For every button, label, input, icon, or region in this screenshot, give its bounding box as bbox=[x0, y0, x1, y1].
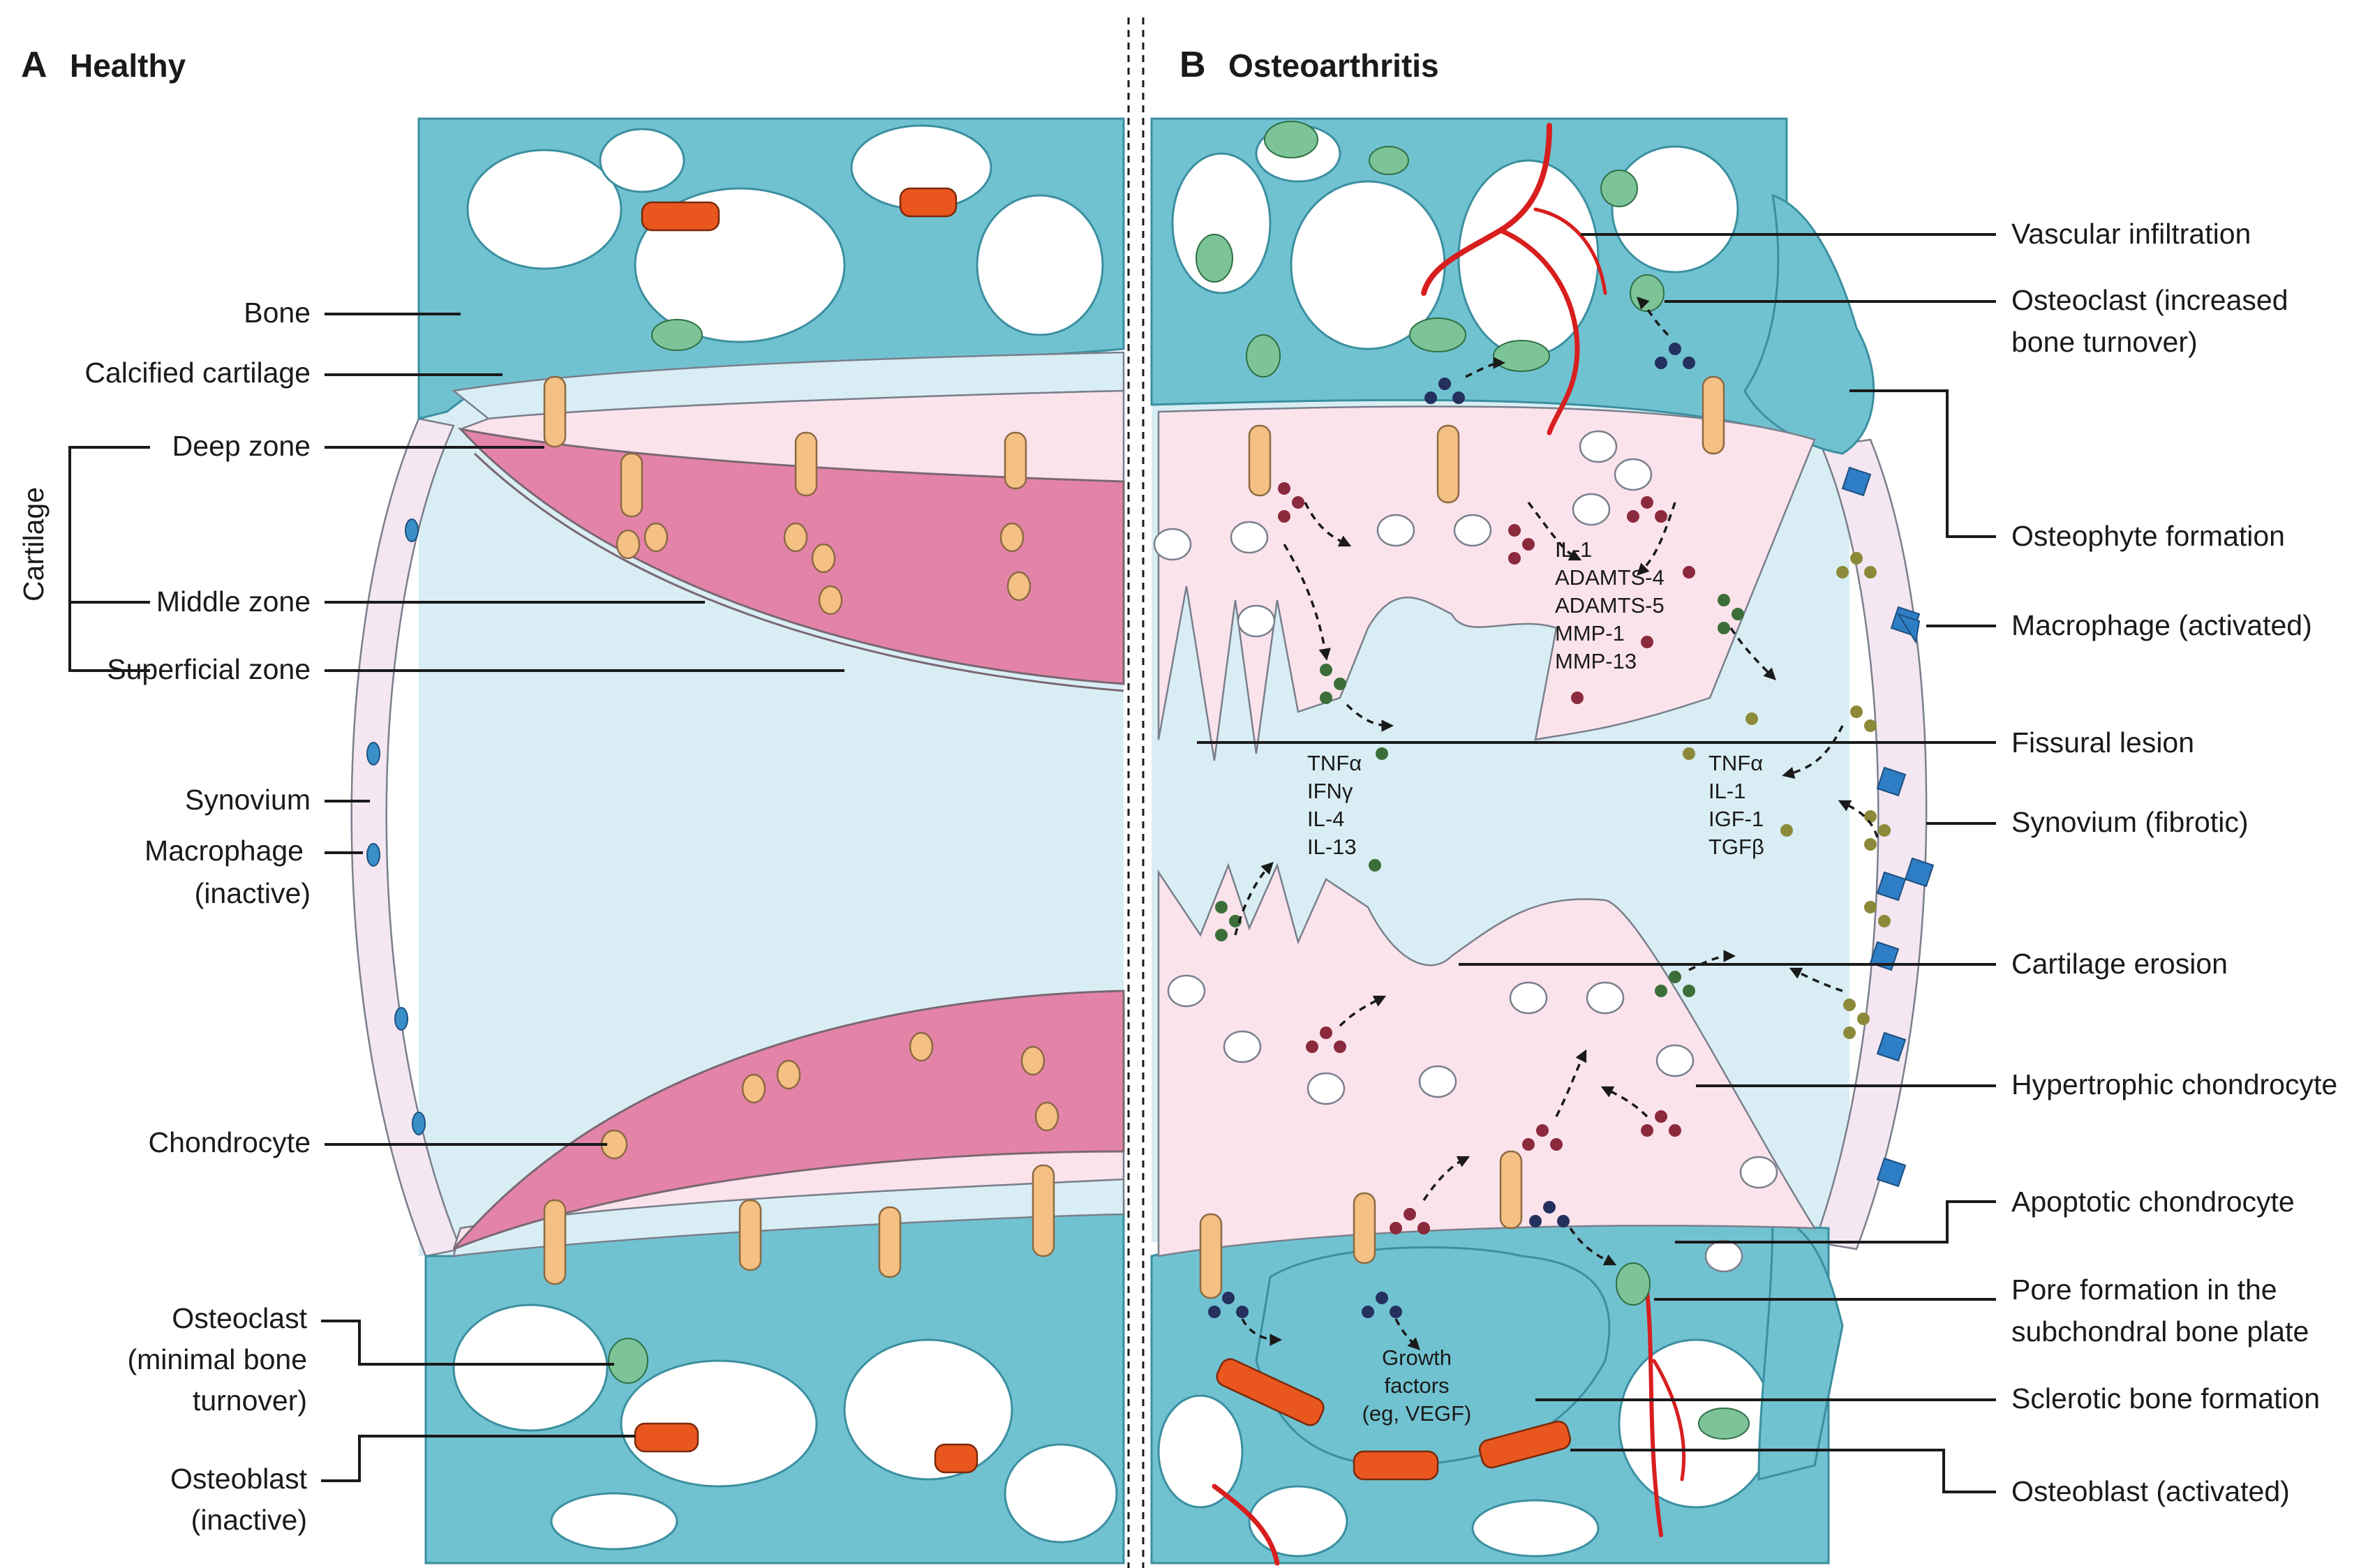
panel-a-title: Healthy bbox=[70, 47, 186, 84]
macrophages-inactive-a bbox=[366, 518, 426, 1135]
growth-factors-3: (eg, VEGF) bbox=[1362, 1401, 1472, 1426]
label-bone: Bone bbox=[244, 297, 311, 329]
label-osteoblast-1: Osteoblast bbox=[170, 1463, 308, 1495]
enzyme-3: ADAMTS-5 bbox=[1555, 593, 1665, 618]
panel-a-letter: A bbox=[21, 45, 47, 85]
left-labels: Bone Calcified cartilage Deep zone Middl… bbox=[17, 297, 844, 1536]
cytokine-right-4: TGFβ bbox=[1708, 835, 1764, 859]
leader-osteoblast-b bbox=[1570, 1449, 1996, 1493]
osteoclasts-a bbox=[608, 319, 703, 1384]
leader-osteoblast bbox=[321, 1435, 635, 1482]
cytokine-left-4: IL-13 bbox=[1307, 835, 1357, 859]
enzyme-1: IL-1 bbox=[1555, 537, 1592, 562]
label-osteoclast-b-2: bone turnover) bbox=[2011, 326, 2198, 358]
label-apoptotic: Apoptotic chondrocyte bbox=[2011, 1186, 2295, 1218]
osteoblasts-b bbox=[1216, 1358, 1572, 1481]
label-cartilage-group: Cartilage bbox=[17, 487, 50, 602]
label-deep-zone: Deep zone bbox=[172, 430, 311, 462]
osteoblasts-a bbox=[634, 187, 978, 1474]
molecule-clusters-b bbox=[1208, 343, 1891, 1318]
cartilage-bracket bbox=[68, 446, 150, 672]
label-chondrocyte: Chondrocyte bbox=[149, 1126, 311, 1158]
bone-marrow-top-a bbox=[466, 124, 1104, 343]
right-labels: Vascular infiltration Osteoclast (increa… bbox=[1197, 218, 2337, 1507]
enzyme-4: MMP-1 bbox=[1555, 621, 1625, 645]
label-osteoclast-3: turnover) bbox=[193, 1384, 307, 1417]
label-sclerotic: Sclerotic bone formation bbox=[2011, 1382, 2320, 1414]
label-macrophage-2: (inactive) bbox=[195, 877, 311, 909]
cytokine-left-3: IL-4 bbox=[1307, 807, 1344, 831]
synovial-molecules bbox=[1683, 552, 1891, 1039]
signal-arrows-b bbox=[1234, 297, 1879, 1350]
label-osteoclast-1: Osteoclast bbox=[172, 1302, 307, 1334]
chondrocytes-a bbox=[543, 375, 1059, 1285]
panel-b-osteoarthritis bbox=[1150, 117, 1935, 1566]
osteophyte-top bbox=[1743, 193, 1875, 455]
cytokine-molecules bbox=[1215, 594, 1744, 997]
label-synovium-b: Synovium (fibrotic) bbox=[2011, 806, 2248, 838]
molecule-labels: IL-1 ADAMTS-4 ADAMTS-5 MMP-1 MMP-13 TNFα… bbox=[1307, 537, 1764, 1426]
leader-osteoclast bbox=[321, 1320, 614, 1366]
label-pore-1: Pore formation in the bbox=[2011, 1274, 2277, 1306]
label-vascular-infiltration: Vascular infiltration bbox=[2011, 218, 2251, 250]
chondrocytes-b bbox=[1199, 375, 1725, 1299]
osteoclasts-b bbox=[1196, 121, 1750, 1440]
enzyme-5: MMP-13 bbox=[1555, 649, 1637, 673]
growth-factors-2: factors bbox=[1384, 1373, 1449, 1398]
label-macrophage-1: Macrophage bbox=[144, 835, 304, 867]
label-synovium: Synovium bbox=[185, 784, 311, 816]
label-middle-zone: Middle zone bbox=[156, 585, 311, 618]
panel-b-title: Osteoarthritis bbox=[1228, 47, 1439, 84]
middle-zone-bottom-a bbox=[452, 990, 1125, 1250]
label-fissural-lesion: Fissural lesion bbox=[2011, 726, 2194, 759]
label-cartilage-erosion: Cartilage erosion bbox=[2011, 948, 2228, 980]
leader-osteophyte bbox=[1849, 389, 1996, 538]
panel-a-healthy bbox=[350, 117, 1125, 1565]
label-osteophyte: Osteophyte formation bbox=[2011, 520, 2285, 552]
cytokine-left-2: IFNγ bbox=[1307, 779, 1353, 803]
label-macrophage-b: Macrophage (activated) bbox=[2011, 609, 2312, 641]
label-osteoclast-2: (minimal bone bbox=[128, 1343, 308, 1375]
label-calcified-cartilage: Calcified cartilage bbox=[84, 357, 311, 389]
cytokine-left-1: TNFα bbox=[1307, 751, 1362, 775]
macrophages-activated-b bbox=[1841, 466, 1935, 1188]
panel-b-letter: B bbox=[1179, 45, 1206, 85]
sclerotic-bone bbox=[1255, 1246, 1611, 1467]
label-osteoblast-b: Osteoblast (activated) bbox=[2011, 1475, 2290, 1507]
enzyme-2: ADAMTS-4 bbox=[1555, 565, 1665, 590]
enzyme-molecules bbox=[1278, 482, 1695, 1234]
cytokine-right-3: IGF-1 bbox=[1708, 807, 1764, 831]
label-osteoclast-b-1: Osteoclast (increased bbox=[2011, 284, 2288, 316]
superficial-zone-line-top-a bbox=[473, 452, 1124, 692]
osteophyte-bottom bbox=[1757, 1212, 1844, 1481]
cytokine-right-1: TNFα bbox=[1708, 751, 1763, 775]
leader-apoptotic bbox=[1675, 1200, 1996, 1244]
hypertrophic-chondrocytes-b bbox=[1153, 430, 1778, 1273]
growth-factors-1: Growth bbox=[1382, 1345, 1452, 1370]
label-pore-2: subchondral bone plate bbox=[2011, 1315, 2309, 1347]
growth-factor-molecules bbox=[1208, 343, 1695, 1318]
cytokine-right-2: IL-1 bbox=[1708, 779, 1745, 803]
label-hypertrophic: Hypertrophic chondrocyte bbox=[2011, 1068, 2337, 1100]
label-osteoblast-2: (inactive) bbox=[191, 1504, 307, 1536]
